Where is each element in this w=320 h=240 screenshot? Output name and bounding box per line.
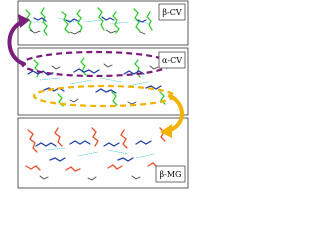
curved-arrow-icon bbox=[7, 14, 30, 66]
panel-alpha-cv: α-CV bbox=[17, 47, 189, 116]
label-beta-cv: β-CV bbox=[162, 8, 181, 17]
beta-mg-crystal-structure bbox=[25, 127, 166, 181]
label-box-alpha-cv bbox=[158, 51, 186, 69]
polymorph-transformation-diagram: β-CV bbox=[7, 0, 189, 189]
label-beta-mg: β-MG bbox=[160, 170, 182, 179]
panel-beta-cv: β-CV bbox=[17, 0, 189, 46]
curved-arrow-icon bbox=[160, 94, 184, 138]
yellow-dashed-ring bbox=[32, 84, 176, 108]
panel-beta-mg: β-MG bbox=[17, 117, 189, 189]
label-box-beta-mg bbox=[155, 165, 186, 183]
beta-cv-crystal-structure bbox=[25, 7, 153, 36]
label-box-beta-cv bbox=[158, 3, 186, 21]
label-alpha-cv: α-CV bbox=[162, 56, 182, 65]
